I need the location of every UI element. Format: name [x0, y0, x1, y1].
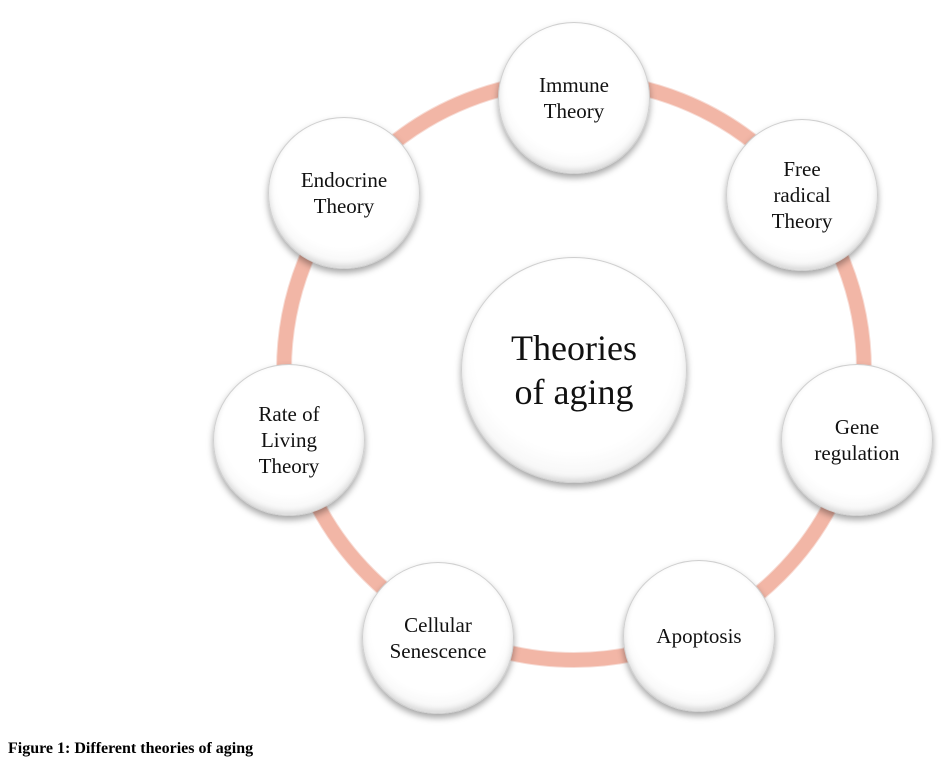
center-node: Theories of aging [461, 257, 687, 483]
center-label: Theories of aging [511, 328, 637, 412]
node-label: Free radical Theory [771, 157, 833, 233]
node-label: Cellular Senescence [389, 613, 487, 663]
node-apoptosis: Apoptosis [623, 560, 775, 712]
theories-diagram: Theories of aging Immune Theory Free rad… [213, 22, 933, 714]
node-label: Gene regulation [814, 415, 900, 465]
node-label: Immune Theory [539, 73, 609, 123]
node-gene-regulation: Gene regulation [781, 364, 933, 516]
node-cellular-senescence: Cellular Senescence [362, 562, 514, 714]
node-rate-of-living-theory: Rate of Living Theory [213, 364, 365, 516]
node-label: Apoptosis [656, 624, 742, 648]
node-free-radical-theory: Free radical Theory [726, 119, 878, 271]
node-label: Rate of Living Theory [258, 402, 320, 478]
figure-caption: Figure 1: Different theories of aging [8, 740, 254, 757]
node-label: Endocrine Theory [300, 168, 388, 218]
node-endocrine-theory: Endocrine Theory [268, 117, 420, 269]
node-immune-theory: Immune Theory [498, 22, 650, 174]
